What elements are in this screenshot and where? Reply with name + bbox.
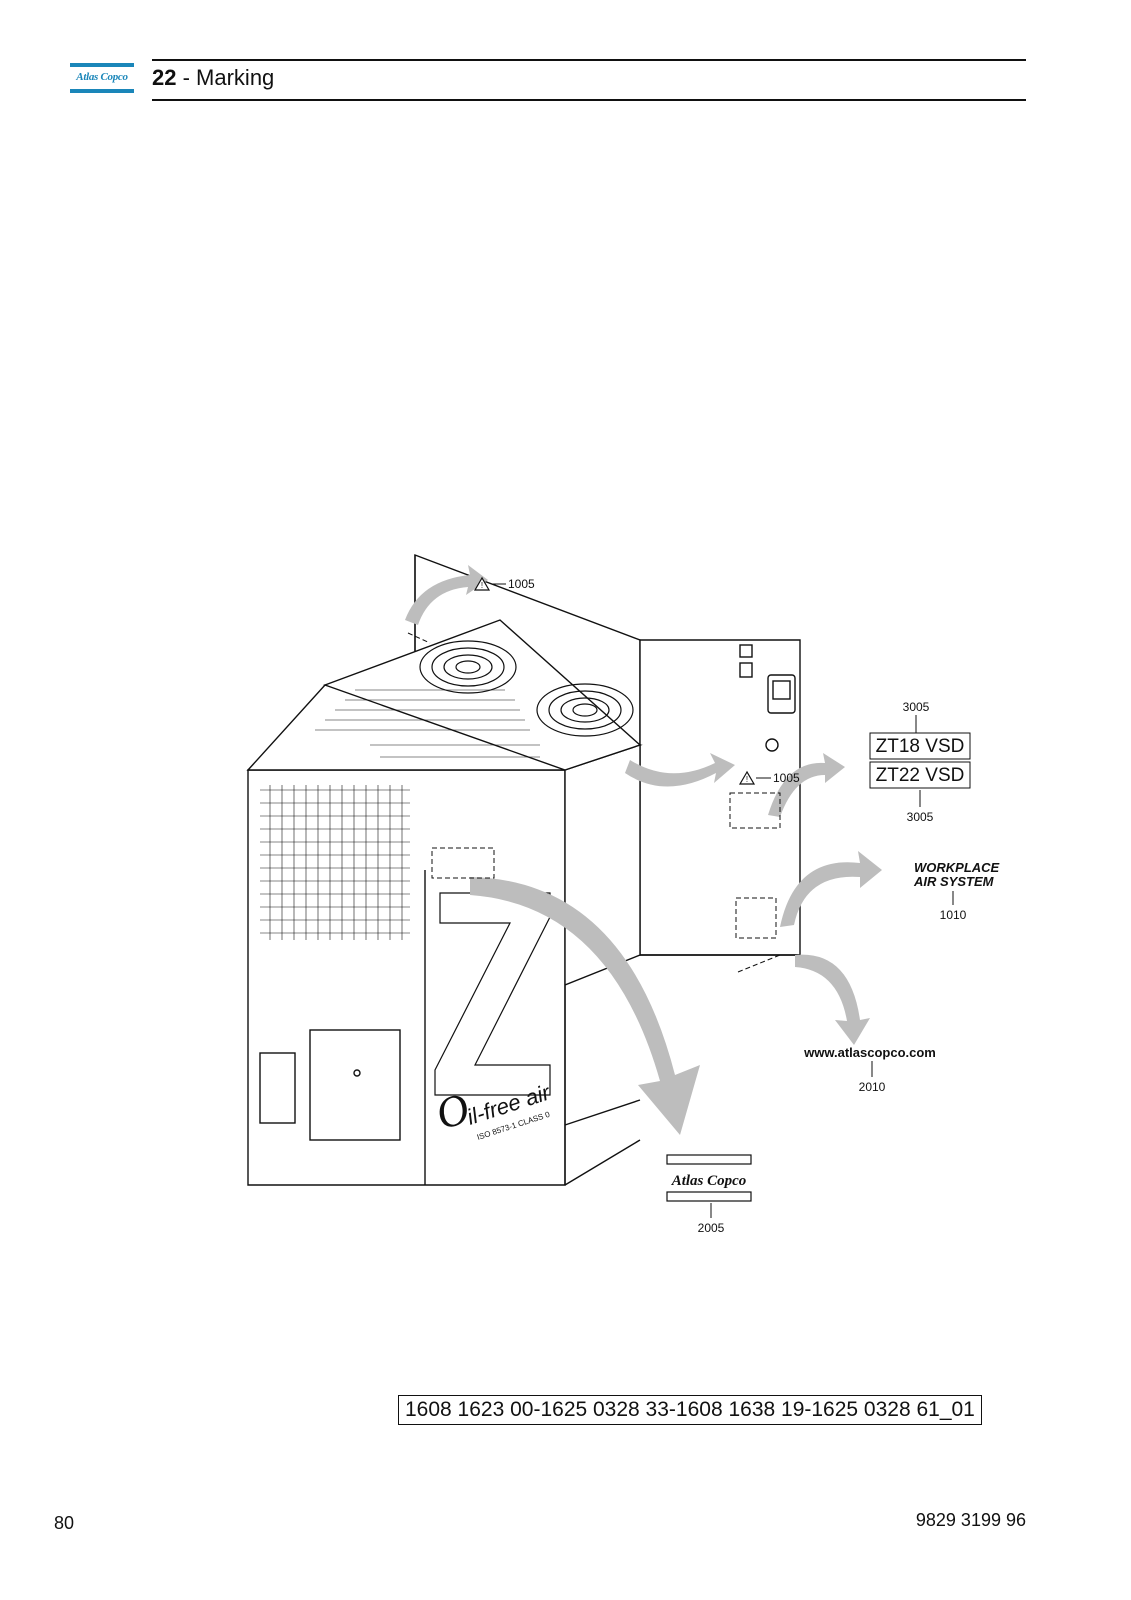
workplace-callout: WORKPLACE AIR SYSTEM 1010 — [913, 860, 1000, 922]
svg-text:!: ! — [746, 775, 748, 784]
atlas-logo-label: Atlas Copco — [671, 1173, 747, 1189]
atlas-logo-ref: 2005 — [698, 1221, 725, 1235]
workplace-ref: 1010 — [940, 908, 967, 922]
header-bottom-rule — [152, 99, 1026, 101]
document-number: 9829 3199 96 — [915, 1510, 1026, 1530]
atlas-logo-callout: Atlas Copco 2005 — [666, 1154, 752, 1235]
warning-triangle-icon — [473, 576, 491, 591]
compressor-body — [246, 553, 801, 1186]
page-number: 80 — [54, 1513, 75, 1533]
header-top-rule — [152, 59, 1026, 61]
chapter-title: Marking — [196, 65, 275, 90]
website-callout: www.atlascopco.com 2010 — [803, 1045, 936, 1094]
svg-text:!: ! — [481, 581, 483, 590]
model-top-ref: 3005 — [903, 700, 930, 714]
atlas-copco-logo: Atlas Copco — [70, 63, 134, 93]
warning-top-ref: 1005 — [508, 577, 535, 591]
chapter-number: 22 — [152, 65, 177, 90]
warning-mid-ref: 1005 — [773, 771, 800, 785]
logo-bottom-bar — [70, 89, 134, 93]
model-bottom-ref: 3005 — [907, 810, 934, 824]
website-label: www.atlascopco.com — [803, 1045, 936, 1060]
label-placement-outlines — [407, 632, 781, 973]
chapter-separator: - — [176, 65, 197, 90]
warning-triangle-icon — [738, 770, 756, 785]
compressor-illustration: O il-free air ISO 8573-1 CLASS 0 ! 1005 — [246, 553, 1000, 1235]
arrow-to-model-plate — [768, 753, 845, 817]
marking-figure: O il-free air ISO 8573-1 CLASS 0 ! 1005 — [220, 545, 1020, 1265]
logo-top-bar — [70, 63, 134, 67]
fan-guards — [419, 640, 634, 737]
warning-label-top: ! 1005 — [473, 576, 535, 591]
chapter-heading: 22 - Marking — [152, 65, 274, 91]
arrow-to-logo — [470, 877, 700, 1135]
arrow-to-workplace — [780, 851, 882, 927]
arrow-to-website — [795, 954, 870, 1045]
arrow-to-warning-mid — [625, 753, 735, 787]
model-plate-callout: 3005 ZT18 VSD ZT22 VSD 3005 — [869, 700, 971, 824]
website-ref: 2010 — [859, 1080, 886, 1094]
arrow-to-warning-top — [405, 565, 488, 625]
workplace-line2: AIR SYSTEM — [913, 874, 995, 889]
model-2-label: ZT22 VSD — [876, 765, 965, 786]
figure-caption: 1608 1623 00-1625 0328 33-1608 1638 19-1… — [398, 1395, 982, 1425]
workplace-line1: WORKPLACE — [914, 860, 1000, 875]
marking-arrows — [405, 565, 882, 1135]
grille-pattern — [260, 689, 540, 940]
model-1-label: ZT18 VSD — [876, 736, 965, 757]
logo-text: Atlas Copco — [76, 71, 128, 83]
warning-label-mid: ! 1005 — [738, 770, 800, 785]
